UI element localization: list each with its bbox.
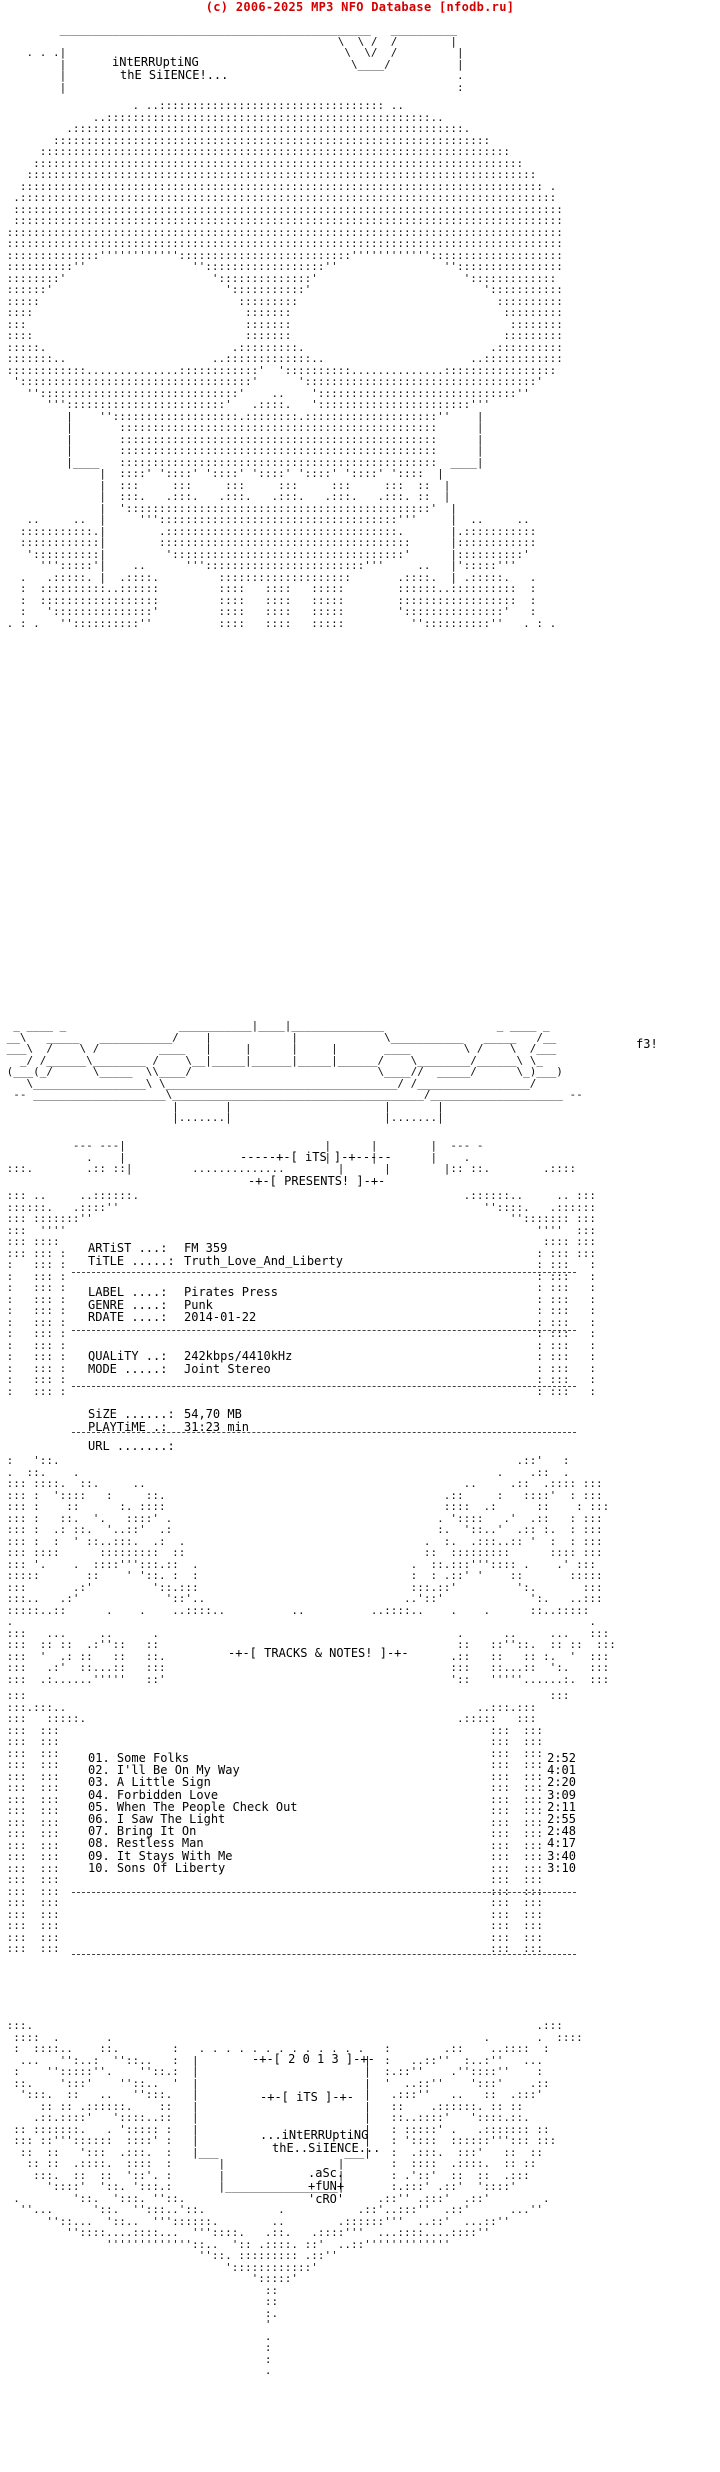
banner-its: -----+-[ iTS ]-+----- xyxy=(240,1150,392,1164)
tracks-frame-art: ::: ::: :::.:::.. ..:::.::: ::: :::::. xyxy=(6,1690,570,1955)
quality-row: QUALiTY ..: 242kbps/4410kHz xyxy=(88,1350,292,1363)
divider xyxy=(72,1330,576,1331)
watermark: (c) 2006-2025 MP3 NFO Database [nfodb.ru… xyxy=(205,0,515,14)
url-row: URL .......: xyxy=(88,1440,184,1453)
track-row: 08. Restless Man 4:17 xyxy=(88,1837,576,1849)
quality-value: 242kbps/4410kHz xyxy=(184,1349,293,1363)
track-title: 04. Forbidden Love xyxy=(88,1787,219,1802)
divider xyxy=(72,1892,576,1893)
size-row: SiZE ......: 54,70 MB xyxy=(88,1408,249,1421)
label-label: LABEL ....: xyxy=(88,1285,168,1299)
playtime-value: 31:23 min xyxy=(184,1419,250,1434)
track-row: 06. I Saw The Light 2:55 xyxy=(88,1813,576,1825)
footer-credit2: +fUN+ xyxy=(308,2179,345,2193)
release-info-group2: LABEL ....: Pirates Press GENRE ....: Pu… xyxy=(88,1286,278,1324)
track-row: 10. Sons Of Liberty 3:10 xyxy=(88,1862,576,1874)
genre-value: Punk xyxy=(184,1297,213,1312)
track-row: 04. Forbidden Love 3:09 xyxy=(88,1787,576,1802)
track-title: 02. I'll Be On My Way xyxy=(88,1763,240,1778)
track-time: 2:11 xyxy=(547,1799,576,1814)
header-group-line2: thE SiIENCE!... xyxy=(120,68,229,82)
track-row: 09. It Stays With Me 3:40 xyxy=(88,1848,576,1863)
rdate-row: RDATE ....: 2014-01-22 xyxy=(88,1311,278,1324)
track-title: 06. I Saw The Light xyxy=(88,1812,226,1827)
info-box-frame-art: ::: .. ..::::::. .::::::.. .. ::: ::::::… xyxy=(6,1190,597,1398)
track-title: 08. Restless Man xyxy=(88,1836,204,1851)
skull-ascii-art: . ..:::::::::::::::::::::::::::::::::: .… xyxy=(6,100,563,630)
track-row: 05. When The People Check Out 2:11 xyxy=(88,1801,576,1813)
rdate-label: RDATE ....: xyxy=(88,1310,168,1325)
footer-group-line2: thE..SiIENCE... xyxy=(272,2141,381,2155)
release-info-group1: ARTiST ...: FM 359 TiTLE .....: Truth_Lo… xyxy=(88,1242,343,1267)
header-group-line1: iNtERRUptiNG xyxy=(112,55,199,69)
track-title: 05. When The People Check Out xyxy=(88,1799,298,1814)
track-title: 09. It Stays With Me xyxy=(88,1848,233,1863)
artist-value: FM 359 xyxy=(184,1241,228,1255)
banner-frame-art: --- ---| | | | --- - . | | | | . :::. .:… xyxy=(6,1140,577,1175)
middle-ascii-art: : '::. .::' : . ::. . . .:: . ::: ::::. … xyxy=(6,1455,616,1685)
quality-label: QUALiTY ..: xyxy=(88,1349,168,1363)
track-row: 02. I'll Be On My Way 4:01 xyxy=(88,1764,576,1776)
playtime-label: PLAYTiME .: xyxy=(88,1419,168,1434)
track-time: 2:48 xyxy=(547,1824,576,1839)
header-frame-art: ________________________________________… xyxy=(26,24,464,94)
divider xyxy=(72,1432,576,1433)
track-title: 03. A Little Sign xyxy=(88,1775,211,1790)
footer-group-line1: ...iNtERRUptiNG xyxy=(260,2128,369,2142)
track-title: 07. Bring It On xyxy=(88,1824,197,1839)
track-time: 3:09 xyxy=(547,1787,576,1802)
release-info-group3: QUALiTY ..: 242kbps/4410kHz MODE .....: … xyxy=(88,1350,292,1375)
banner-presents: -+-[ PRESENTS! ]-+- xyxy=(248,1174,386,1188)
release-info-group4: SiZE ......: 54,70 MB PLAYTiME .: 31:23 … xyxy=(88,1408,249,1433)
size-label: SiZE ......: xyxy=(88,1407,175,1421)
footer-credit1: .aSc. xyxy=(308,2166,345,2180)
track-time: 3:10 xyxy=(547,1860,576,1875)
tracks-header: -+-[ TRACKS & NOTES! ]-+- xyxy=(228,1646,409,1660)
track-time: 4:01 xyxy=(547,1763,576,1778)
signature: f3! xyxy=(636,1037,658,1051)
mode-value: Joint Stereo xyxy=(184,1361,271,1376)
track-time: 2:20 xyxy=(547,1775,576,1790)
track-time: 2:52 xyxy=(547,1751,576,1765)
divider xyxy=(72,1272,576,1273)
divider xyxy=(72,1954,576,1955)
footer-year: -+-[ 2 0 1 3 ]-+- xyxy=(252,2052,375,2066)
url-label: URL .......: xyxy=(88,1439,175,1453)
artist-label: ARTiST ...: xyxy=(88,1241,168,1255)
track-title: 10. Sons Of Liberty xyxy=(88,1860,226,1875)
footer-ascii-art: :::. .::: :::: . . . . :::: : ::::.. ::. xyxy=(6,2020,583,2377)
mode-row: MODE .....: Joint Stereo xyxy=(88,1361,292,1376)
tracklist: 01. Some Folks 2:52 02. I'll Be On My Way… xyxy=(88,1752,576,1874)
title-value: Truth_Love_And_Liberty xyxy=(184,1253,343,1268)
track-time: 4:17 xyxy=(547,1836,576,1851)
track-time: 3:40 xyxy=(547,1848,576,1863)
title-row: TiTLE .....: Truth_Love_And_Liberty xyxy=(88,1253,343,1268)
genre-label: GENRE ....: xyxy=(88,1297,168,1312)
divider xyxy=(72,1386,576,1387)
footer-credit3: 'cRO' xyxy=(308,2192,345,2206)
mode-label: MODE .....: xyxy=(88,1361,168,1376)
track-time: 2:55 xyxy=(547,1812,576,1827)
label-value: Pirates Press xyxy=(184,1285,278,1299)
track-title: 01. Some Folks xyxy=(88,1751,190,1765)
genre-row: GENRE ....: Punk xyxy=(88,1297,278,1312)
size-value: 54,70 MB xyxy=(184,1407,242,1421)
title-label: TiTLE .....: xyxy=(88,1253,175,1268)
label-row: LABEL ....: Pirates Press xyxy=(88,1286,278,1299)
footer-its: -+-[ iTS ]-+- xyxy=(260,2090,354,2104)
playtime-row: PLAYTiME .: 31:23 min xyxy=(88,1419,250,1434)
banner-ascii-art: _ ____ _ ___________|____|______________… xyxy=(6,1020,583,1124)
release-info-group5: URL .......: xyxy=(88,1440,184,1453)
artist-row: ARTiST ...: FM 359 xyxy=(88,1242,343,1255)
track-row: 03. A Little Sign 2:20 xyxy=(88,1776,576,1788)
rdate-value: 2014-01-22 xyxy=(184,1310,257,1325)
track-row: 07. Bring It On 2:48 xyxy=(88,1825,576,1837)
track-row: 01. Some Folks 2:52 xyxy=(88,1752,576,1764)
